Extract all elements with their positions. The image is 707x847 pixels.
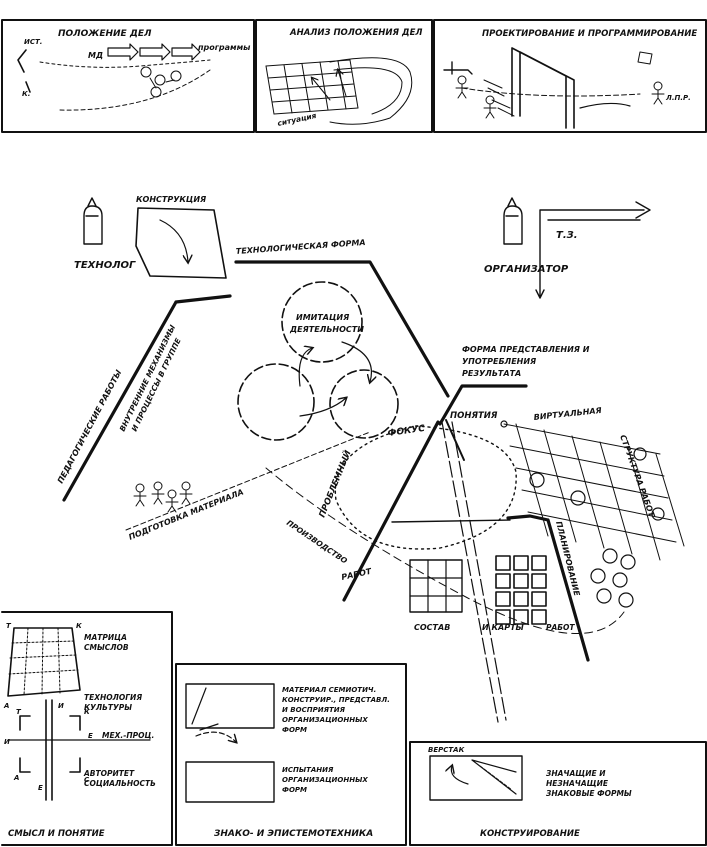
tech-form-line (234, 260, 450, 398)
person-icon (455, 75, 469, 99)
pedagogical-label: ПЕДАГОГИЧЕСКИЕ РАБОТЫ (56, 368, 124, 485)
people-group (133, 481, 193, 513)
panel-semiotics: ЗНАКО- И ЭПИСТЕМОТЕХНИКА МАТЕРИАЛ СЕМИОТ… (175, 663, 407, 846)
circles-cluster (590, 548, 636, 608)
presentation-label: ФОРМА ПРЕДСТАВЛЕНИЯ И (462, 345, 590, 354)
panel-design-title: ПРОЕКТИРОВАНИЕ И ПРОГРАММИРОВАНИЕ (482, 29, 697, 39)
presentation-label: РЕЗУЛЬТАТА (462, 369, 521, 378)
construction-sheet: КОНСТРУКЦИЯ (135, 195, 227, 279)
technology-label: КУЛЬТУРЫ (84, 703, 132, 712)
panel-situation: ПОЛОЖЕНИЕ ДЕЛ ИСТ. К. МД программы (1, 19, 255, 133)
matrix-label: СМЫСЛОВ (84, 643, 129, 652)
imitation-circles: ИМИТАЦИЯ ДЕЯТЕЛЬНОСТИ (237, 281, 399, 441)
preparation-line (125, 431, 371, 531)
analysis-grid (265, 59, 359, 115)
letter-i: И (58, 702, 64, 710)
person-icon (483, 95, 497, 119)
panel-analysis: АНАЛИЗ ПОЛОЖЕНИЯ ДЕЛ ситуация (255, 19, 433, 133)
organizer-figure: ОРГАНИЗАТОР (484, 197, 569, 275)
concepts-label: ПОНЯТИЯ (450, 411, 498, 421)
technology-label: ТЕХНОЛОГИЯ (84, 693, 142, 702)
letter-t: Т (16, 708, 22, 716)
letter-i: И (4, 738, 10, 746)
signs-label: ЗНАЧАЩИЕ И (546, 769, 606, 778)
letter-a: А (3, 702, 9, 710)
panel-construction: КОНСТРУИРОВАНИЕ ВЕРСТАК ЗНАЧАЩИЕ И НЕЗНА… (409, 741, 707, 846)
focus-label: ФОКУС (387, 424, 426, 439)
technologist-label: ТЕХНОЛОГ (74, 260, 136, 271)
mech-label: МЕХ.-ПРОЦ. (102, 731, 154, 740)
person-icon (651, 81, 665, 105)
construction-label: КОНСТРУКЦИЯ (136, 195, 206, 204)
letter-k: К (76, 622, 82, 630)
workbench-label: ВЕРСТАК (428, 746, 465, 754)
panel-meaning-title: СМЫСЛ И ПОНЯТИЕ (8, 829, 105, 839)
material-label: ОРГАНИЗАЦИОННЫХ (282, 716, 368, 724)
panel-design: ПРОЕКТИРОВАНИЕ И ПРОГРАММИРОВАНИЕ Л.П.Р. (433, 19, 707, 133)
testing-label: ИСПЫТАНИЯ (282, 766, 334, 774)
authority-label: АВТОРИТЕТ (83, 769, 135, 778)
production-label: ПРОИЗВОДСТВО (285, 518, 350, 566)
technologist-figure: ТЕХНОЛОГ (74, 197, 136, 271)
internal-label: ВНУТРЕННИЕ МЕХАНИЗМЫ (118, 323, 178, 433)
composition-grid (409, 559, 463, 613)
material-label: КОНСТРУИР., ПРЕДСТАВЛ. (282, 696, 390, 704)
md-label: МД (88, 51, 103, 60)
letter-e: Е (38, 784, 43, 792)
material-label: И ВОСПРИЯТИЯ (282, 706, 346, 714)
organizer-label: ОРГАНИЗАТОР (484, 264, 569, 275)
imitation-label: ИМИТАЦИЯ (296, 313, 349, 322)
virtual-grid: ВИРТУАЛЬНАЯ СТРУКТУРА РАБОТ (500, 406, 685, 561)
letter-e: Е (88, 732, 93, 740)
virtual-label: ВИРТУАЛЬНАЯ (533, 406, 602, 422)
pedagogical-line (62, 294, 232, 502)
person-icon (165, 489, 179, 513)
material-label: МАТЕРИАЛ СЕМИОТИЧ. (282, 686, 376, 694)
cards-label: И КАРТЫ (482, 623, 525, 632)
imitation-label: ДЕЯТЕЛЬНОСТИ (289, 325, 364, 334)
planning-line (506, 514, 590, 662)
presentation-line (438, 384, 528, 426)
presentation-label: УПОТРЕБЛЕНИЯ (462, 357, 536, 366)
problem-label: ПРОБЛЕМНЫЙ (316, 448, 354, 519)
material-label: ФОРМ (282, 726, 307, 734)
works2-label: РАБОТ (546, 623, 575, 632)
letter-c: С (84, 776, 90, 784)
letter-t: Т (6, 622, 12, 630)
ist-label: ИСТ. (24, 38, 42, 46)
problem-line (342, 420, 440, 602)
signs-label: НЕЗНАЧАЩИЕ (546, 779, 609, 788)
authority-label: СОЦИАЛЬНОСТЬ (84, 779, 156, 788)
central-line (441, 421, 507, 723)
tech-form-label: ТЕХНОЛОГИЧЕСКАЯ ФОРМА (236, 238, 366, 256)
person-icon (151, 481, 165, 505)
letter-a: А (13, 774, 19, 782)
panel-situation-title: ПОЛОЖЕНИЕ ДЕЛ (58, 29, 152, 39)
work-structure-label: СТРУКТУРА РАБОТ (618, 434, 656, 519)
panel-analysis-title: АНАЛИЗ ПОЛОЖЕНИЯ ДЕЛ (289, 28, 422, 38)
lpr-label: Л.П.Р. (665, 94, 691, 102)
matrix-label: МАТРИЦА (84, 633, 127, 642)
central-line (445, 419, 465, 461)
k-label: К. (22, 90, 30, 98)
person-icon (133, 483, 147, 507)
planning-line (391, 519, 511, 523)
programs-label: программы (198, 43, 251, 52)
testing-label: ФОРМ (282, 786, 307, 794)
signs-label: ЗНАКОВЫЕ ФОРМЫ (546, 789, 632, 798)
person-icon (179, 481, 193, 505)
cards-grid (495, 555, 547, 625)
tz-label: Т.З. (556, 230, 578, 241)
testing-label: ОРГАНИЗАЦИОННЫХ (282, 776, 368, 784)
panel-meaning: СМЫСЛ И ПОНЯТИЕ Т К А МАТРИЦА СМЫСЛОВ ТЕ… (1, 611, 173, 846)
tz-arrow: Т.З. (535, 201, 651, 299)
panel-semiotics-title: ЗНАКО- И ЭПИСТЕМОТЕХНИКА (214, 829, 373, 839)
composition-label: СОСТАВ (414, 623, 450, 632)
meaning-matrix (7, 627, 81, 697)
panel-construction-title: КОНСТРУИРОВАНИЕ (480, 829, 580, 839)
letter-k: К (84, 708, 90, 716)
works-label: РАБОТ (341, 567, 373, 582)
